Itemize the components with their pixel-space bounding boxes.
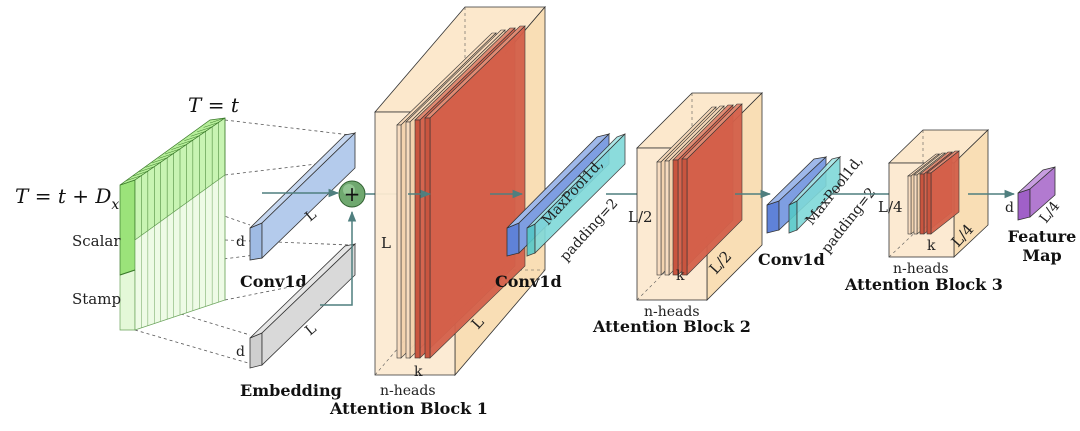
block3-k: k [927,238,936,254]
block2-k: k [676,268,685,284]
head-slice-front [424,117,431,359]
scalar-slice-top-line [152,157,168,164]
feature-line2: Map [1022,246,1061,265]
scalar-slice-top-line [177,139,193,146]
t-bottom-label: T = t + Dx [15,184,119,213]
conv1d-input-bar: d L Conv1d [236,132,357,291]
block2-heads: n-heads [644,304,700,320]
scalar-slice-top-line [126,175,142,181]
feature-d: d [1005,200,1014,216]
head-slice-front [405,121,411,359]
scalar-slice-top-line [190,131,206,137]
head-slice-front [656,161,662,276]
head-slice-front [414,119,421,359]
input-tensor: T = t T = t + Dx Scalar Stamp [15,93,351,366]
embedding-label: Embedding [240,381,342,400]
block3-heads: n-heads [893,261,949,277]
stamp-label: Stamp [72,290,121,308]
scalar-slice-top-line [158,153,174,159]
head-slice-front [396,124,402,359]
scalar-slice-top-line [197,126,213,133]
scalar-label: Scalar [72,232,121,250]
attention-block-1: L L k n-heads Attention Block 1 [329,5,546,418]
attention-block-2: L/2 L/2 k n-heads Attention Block 2 [592,92,763,336]
head-slice-front [907,175,912,235]
head-slice-front [681,158,688,276]
conv1-label: Conv1d [495,272,562,291]
stamp-block-front [119,269,136,331]
conv-input-label: Conv1d [240,272,307,291]
block1-k: k [414,364,423,380]
embedding-bar: d L Embedding [236,243,357,400]
conv-input-d: d [236,234,245,250]
plus-icon: + [344,182,361,206]
scalar-slice-top-line [139,166,155,172]
scalar-slices [126,117,226,236]
block2-L-side: L/2 [628,208,653,226]
scalar-slice-top-line [132,170,148,177]
head-slice-front [664,160,670,276]
block3-head-slices [907,150,960,235]
head-slice-front [926,172,932,235]
scalar-slice-top-line [209,117,226,124]
block1-heads: n-heads [380,383,436,399]
scalar-slice-top-line [145,162,161,168]
block1-L-side: L [381,234,391,252]
block3-L-side: L/4 [878,198,903,216]
scalar-slice-top-line [203,122,219,128]
embedding-L: L [302,321,319,339]
embedding-d: d [236,344,245,360]
scalar-slice-top-line [184,135,200,141]
head-slice-front [672,159,679,276]
block1-title: Attention Block 1 [329,399,488,418]
feature-line1: Feature [1008,227,1077,246]
block3-title: Attention Block 3 [844,275,1003,294]
conv2-pool-stage: Conv1d MaxPool1d, padding=2 [758,153,879,269]
t-top-label: T = t [188,93,240,117]
scalar-slice-top-line [171,144,187,150]
block2-head-slices [656,103,743,276]
scalar-slice-top-line [164,148,181,155]
scalar-block-front [119,179,136,276]
head-slice-front [919,173,925,235]
attention-block-3: L/4 L/4 k n-heads Attention Block 3 [844,129,1003,294]
conv-input-L: L [302,207,319,225]
head-slice-front [913,174,918,235]
block2-title: Attention Block 2 [592,317,751,336]
block1-head-slices [396,25,526,359]
conv2-label: Conv1d [758,250,825,269]
stamp-slices [141,175,226,328]
feature-map: d L/4 Feature Map [1005,166,1077,265]
